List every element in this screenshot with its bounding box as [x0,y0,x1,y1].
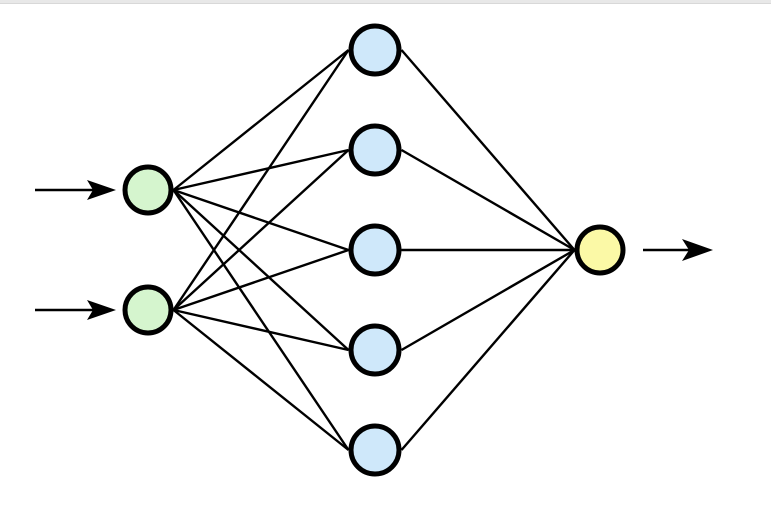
connection-hidden-node-4-to-output-node-1 [400,248,576,352]
connection-input-node-2-to-hidden-node-1 [172,49,350,311]
window-top-edge-strip [0,0,771,4]
connection-input-node-1-to-hidden-node-1 [172,49,350,191]
connection-input-node-1-to-hidden-node-4 [172,189,350,351]
connection-input-node-2-to-hidden-node-3 [173,248,349,312]
hidden-node-1 [348,23,402,77]
input-node-1 [122,164,174,216]
hidden-node-4 [348,323,402,377]
connection-input-node-2-to-hidden-node-2 [172,149,350,311]
hidden-node-5 [348,423,402,477]
connection-hidden-node-2-to-output-node-1 [400,148,576,252]
connection-input-node-1-to-hidden-node-3 [173,188,349,252]
output-node-1 [574,224,626,276]
input-arrow-2-head-icon [87,300,116,320]
hidden-node-3 [348,223,402,277]
connection-input-node-2-to-hidden-node-4 [173,308,349,352]
hidden-node-2 [348,123,402,177]
connection-input-node-1-to-hidden-node-5 [172,189,350,451]
connection-input-node-2-to-hidden-node-5 [172,309,350,451]
input-arrow-1-head-icon [87,180,116,200]
connection-input-node-1-to-hidden-node-2 [173,148,349,192]
input-node-2 [122,284,174,336]
output-arrow-head-icon [682,239,713,261]
connection-hidden-node-1-to-output-node-1 [400,49,576,251]
connection-hidden-node-5-to-output-node-1 [400,249,576,451]
